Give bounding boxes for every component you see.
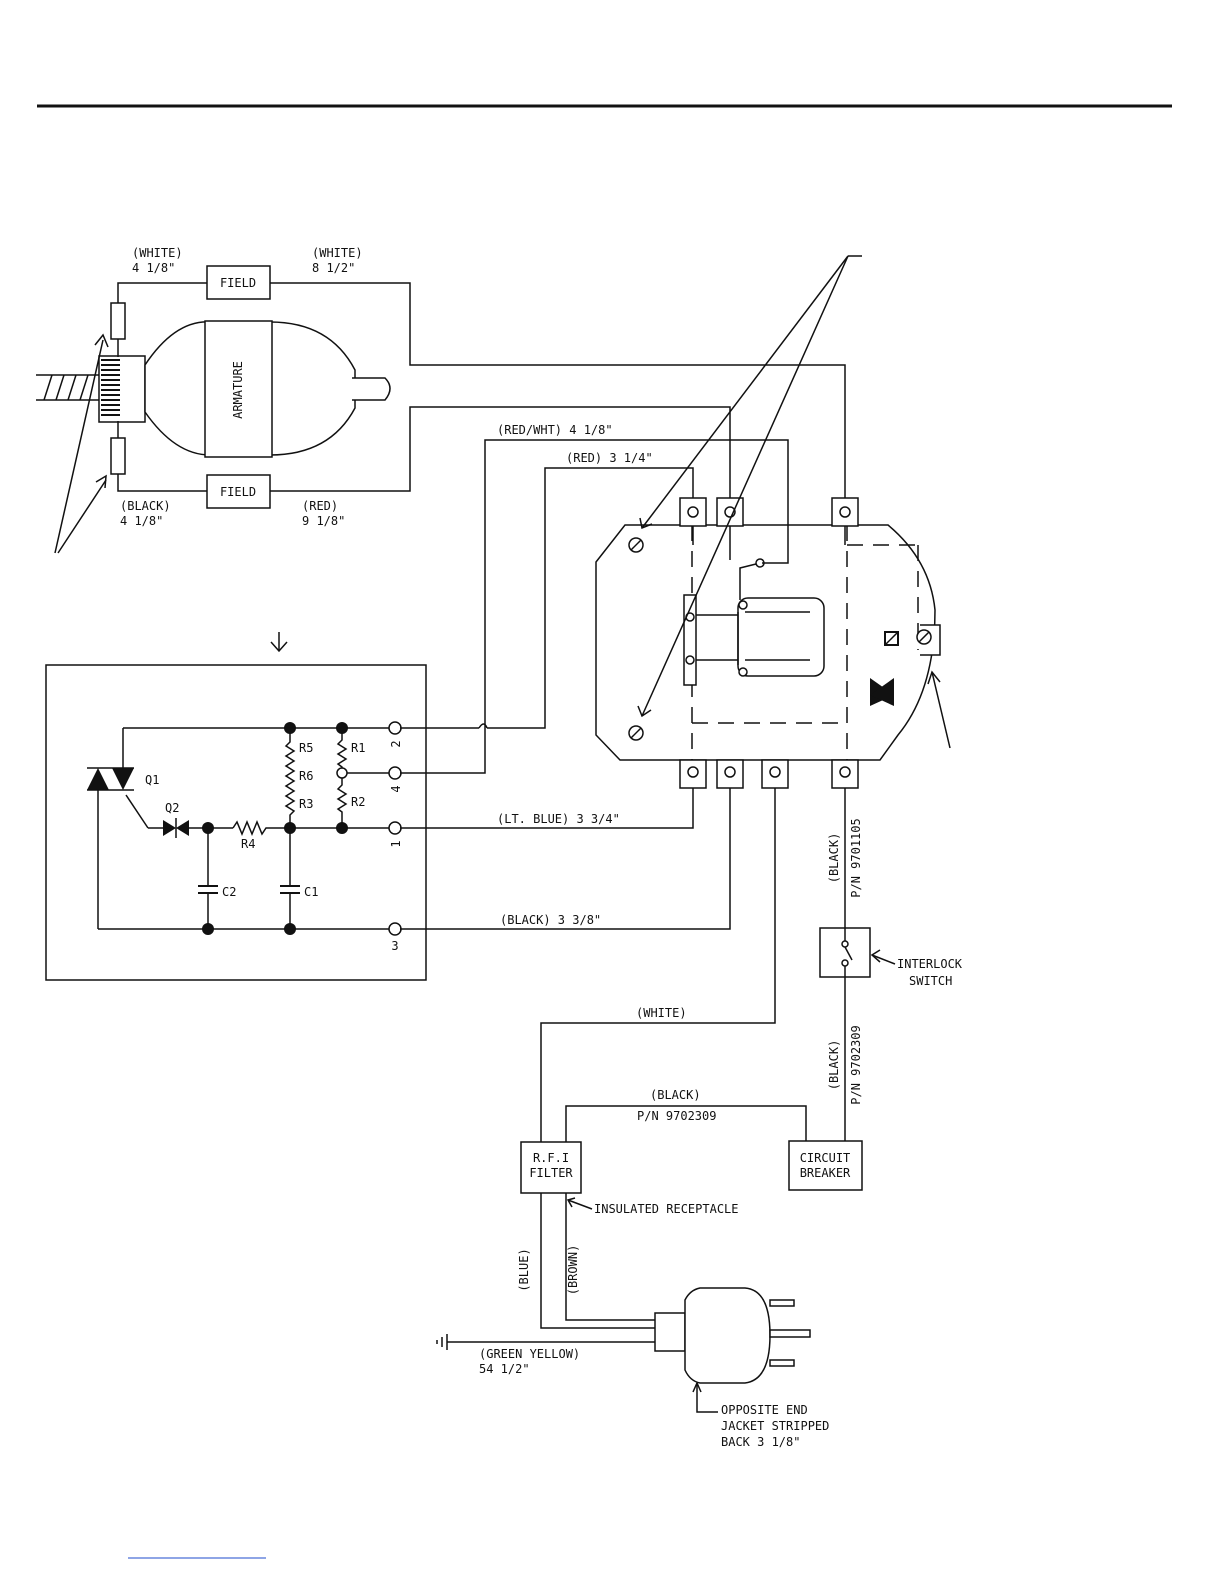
wire-black-switch-top-label: (BLACK) <box>827 833 841 884</box>
armature-core <box>204 320 273 458</box>
resistor-r4 <box>232 820 290 836</box>
board-terminal-2 <box>388 721 402 735</box>
r3-label: R3 <box>299 797 313 811</box>
wire-red-label: (RED) 3 1/4" <box>566 451 653 465</box>
wire-black-short-label: (BLACK) 3 3/8" <box>500 913 601 927</box>
terminal-4-label: 4 <box>389 785 403 792</box>
motor-white-1-label: (WHITE) <box>132 246 183 260</box>
wire-black-breaker-pn: P/N 9702309 <box>637 1109 716 1123</box>
terminal-3-label: 3 <box>391 939 398 953</box>
triac-q1 <box>87 727 400 929</box>
q2-label: Q2 <box>165 801 179 815</box>
resistor-r5-r6-r3 <box>284 728 296 828</box>
screw-pointer-arrows <box>637 255 951 749</box>
switch-mechanism <box>683 558 825 686</box>
r6-label: R6 <box>299 769 313 783</box>
receptacle-pointer <box>566 1197 593 1210</box>
wire-black-switch-bottom-label: (BLACK) <box>827 1040 841 1091</box>
armature-label: ARMATURE <box>231 361 245 419</box>
motor-black-length: 4 1/8" <box>120 514 163 528</box>
brush-bottom <box>110 437 126 475</box>
plug-note-line2: JACKET STRIPPED <box>721 1419 829 1433</box>
terminal-2-label: 2 <box>389 740 403 747</box>
brush-pointer-arrows <box>54 333 109 554</box>
c2-label: C2 <box>222 885 236 899</box>
board-terminal-1 <box>388 821 402 835</box>
wire-green-yellow-length: 54 1/2" <box>479 1362 530 1376</box>
resistor-r1 <box>336 728 348 773</box>
wire-black-switch-bottom-pn: P/N 9702309 <box>849 1025 863 1104</box>
plug-note-line1: OPPOSITE END <box>721 1403 808 1417</box>
motor-shaft-end <box>352 377 391 401</box>
wire-red-wht-label: (RED/WHT) 4 1/8" <box>497 423 613 437</box>
motor-assembly: ARMATURE FIELD FIELD (WHITE) 4 1/8" (WHI… <box>36 246 846 554</box>
control-board: Q1 Q2 R4 C2 C1 R5 R6 R3 <box>45 632 427 981</box>
switch-housing <box>595 524 936 761</box>
field-bottom-label: FIELD <box>220 485 256 499</box>
terminal-1-label: 1 <box>389 840 403 847</box>
circuit-breaker: CIRCUIT BREAKER <box>788 1140 863 1191</box>
motor-black-label: (BLACK) <box>120 499 171 513</box>
breaker-label-line1: CIRCUIT <box>800 1151 851 1165</box>
motor-red-label: (RED) <box>302 499 338 513</box>
motor-white-1-length: 4 1/8" <box>132 261 175 275</box>
breaker-label-line2: BREAKER <box>800 1166 851 1180</box>
wire-green-yellow-label: (GREEN YELLOW) <box>479 1347 580 1361</box>
rfi-label-line1: R.F.I <box>533 1151 569 1165</box>
r1-label: R1 <box>351 741 365 755</box>
rfi-label-line2: FILTER <box>529 1166 573 1180</box>
motor-white-2-length: 8 1/2" <box>312 261 355 275</box>
brush-top <box>110 302 126 340</box>
board-terminal-3 <box>388 922 402 936</box>
board-terminal-4 <box>388 766 402 780</box>
plug-note-pointer <box>692 1381 718 1413</box>
switch-bottom-terminals <box>679 759 859 789</box>
interlock-label-line1: INTERLOCK <box>897 957 963 971</box>
power-plug <box>654 1287 811 1384</box>
motor-red-length: 9 1/8" <box>302 514 345 528</box>
wire-black-switch-top-pn: P/N 9701105 <box>849 818 863 897</box>
r5-label: R5 <box>299 741 313 755</box>
field-top-label: FIELD <box>220 276 256 290</box>
resistor-r2 <box>336 773 348 828</box>
r4-label: R4 <box>241 837 255 851</box>
wire-lt-blue-label: (LT. BLUE) 3 3/4" <box>497 812 620 826</box>
plug-note-line3: BACK 3 1/8" <box>721 1435 800 1449</box>
rfi-filter: R.F.I FILTER <box>520 1141 582 1194</box>
motor-white-2-label: (WHITE) <box>312 246 363 260</box>
wire-blue-label: (BLUE) <box>517 1248 531 1291</box>
interlock-label-line2: SWITCH <box>909 974 952 988</box>
board-down-arrow <box>270 632 288 653</box>
diac-q2 <box>148 818 233 838</box>
switch-top-terminals <box>679 497 859 527</box>
wire-white-main-label: (WHITE) <box>636 1006 687 1020</box>
ground-symbol <box>436 1334 448 1350</box>
wire-brown-label: (BROWN) <box>566 1245 580 1296</box>
switch-assembly <box>595 255 951 789</box>
c1-label: C1 <box>304 885 318 899</box>
screw-bottom <box>628 725 644 741</box>
q1-label: Q1 <box>145 773 159 787</box>
field-top <box>206 265 271 300</box>
interlock-switch: INTERLOCK SWITCH <box>819 927 963 988</box>
wire-black-breaker-label: (BLACK) <box>650 1088 701 1102</box>
motor-shaft <box>36 374 100 401</box>
screw-top <box>628 537 644 553</box>
r2-label: R2 <box>351 795 365 809</box>
commutator-bars <box>101 359 120 416</box>
insulated-receptacle-label: INSULATED RECEPTACLE <box>594 1202 739 1216</box>
control-board-outline <box>45 664 427 981</box>
